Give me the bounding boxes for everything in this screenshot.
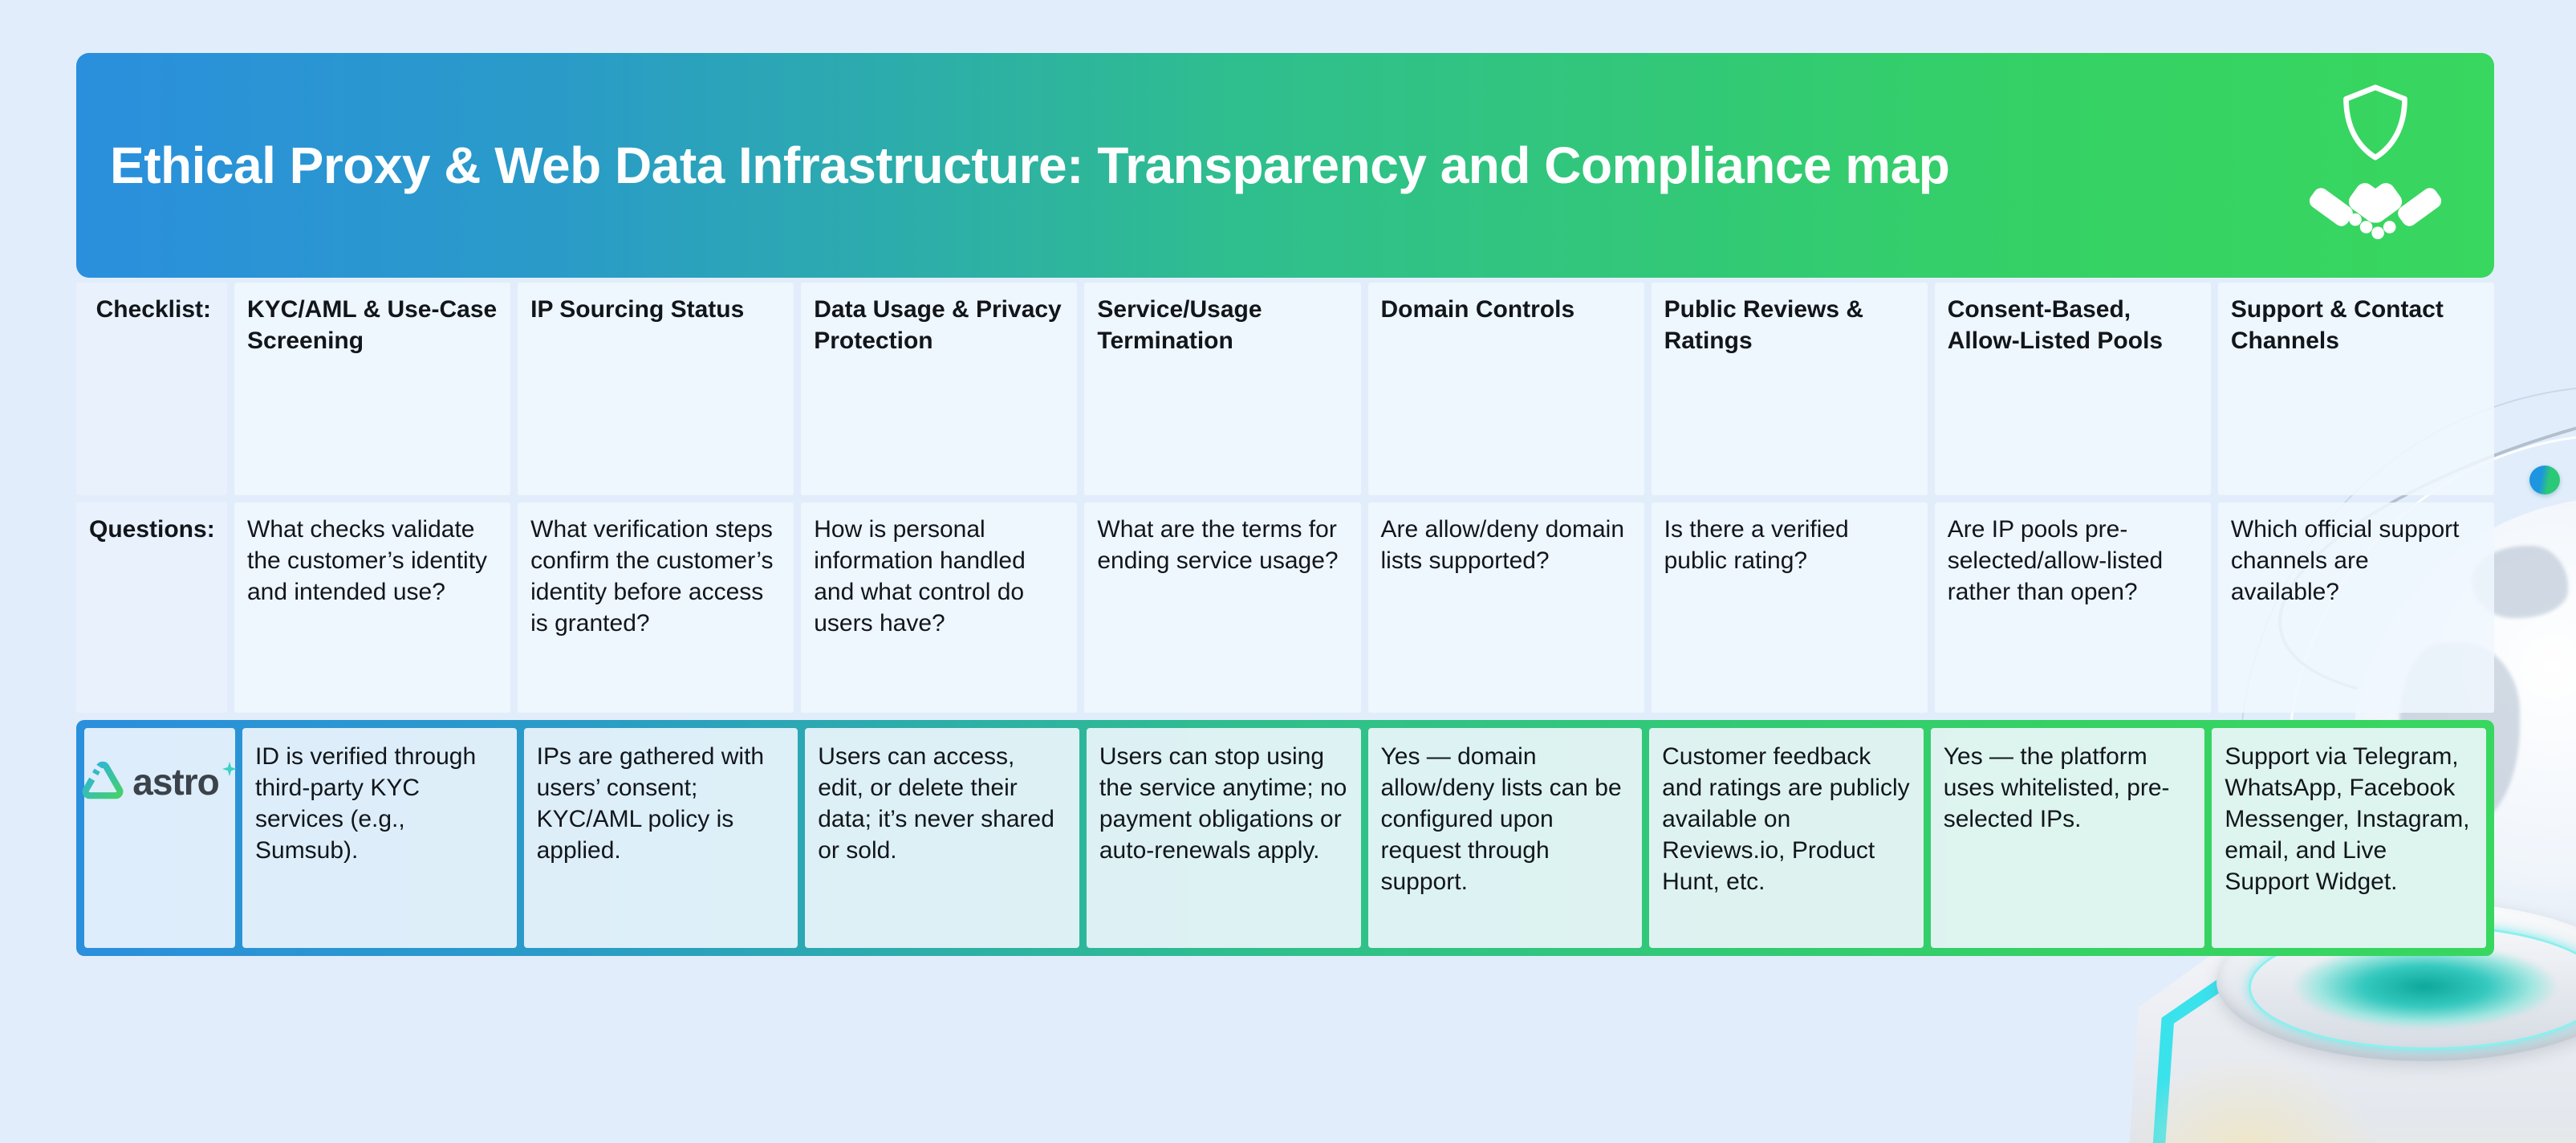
brand-name: astro — [132, 760, 219, 803]
astro-logo: astro — [79, 759, 239, 805]
header-kyc-aml-screening: KYC/AML & Use-Case Screening — [234, 283, 511, 495]
answer-consent-pools: Yes — the platform uses whitelisted, pre… — [1930, 728, 2205, 948]
question-support-channels: Which official support channels are avai… — [2217, 502, 2494, 713]
row-label-questions: Questions: — [76, 502, 227, 713]
answer-domain-controls: Yes — domain allow/deny lists can be con… — [1367, 728, 1643, 948]
orbit-satellite-sphere — [2529, 466, 2560, 494]
header-public-reviews: Public Reviews & Ratings — [1651, 283, 1928, 495]
banner-icons — [2306, 81, 2444, 250]
header-consent-pools: Consent-Based, Allow-Listed Pools — [1934, 283, 2211, 495]
question-consent-pools: Are IP pools pre-selected/allow-listed r… — [1934, 502, 2211, 713]
header-support-channels: Support & Contact Channels — [2217, 283, 2494, 495]
brand-cell: astro — [82, 728, 237, 948]
answer-kyc-aml-screening: ID is verified through third-party KYC s… — [242, 728, 517, 948]
sparkle-icon — [221, 762, 237, 776]
astro-logo-mark — [82, 761, 124, 799]
row-label-checklist: Checklist: — [76, 283, 227, 495]
page-title: Ethical Proxy & Web Data Infrastructure:… — [110, 136, 1950, 194]
question-public-reviews: Is there a verified public rating? — [1651, 502, 1928, 713]
answers-row: astro ID is verified through third-party… — [76, 720, 2494, 956]
question-kyc-aml-screening: What checks validate the customer’s iden… — [234, 502, 511, 713]
answer-support-channels: Support via Telegram, WhatsApp, Facebook… — [2212, 728, 2486, 948]
answer-public-reviews: Customer feedback and ratings are public… — [1649, 728, 1924, 948]
header-service-termination: Service/Usage Termination — [1084, 283, 1361, 495]
answer-ip-sourcing-status: IPs are gathered with users’ consent; KY… — [523, 728, 798, 948]
compliance-table: Checklist: KYC/AML & Use-Case Screening … — [76, 283, 2494, 713]
question-data-usage-privacy: How is personal information handled and … — [801, 502, 1078, 713]
answer-service-termination: Users can stop using the service anytime… — [1086, 728, 1361, 948]
question-service-termination: What are the terms for ending service us… — [1084, 502, 1361, 713]
question-ip-sourcing-status: What verification steps confirm the cust… — [518, 502, 794, 713]
question-domain-controls: Are allow/deny domain lists supported? — [1367, 502, 1644, 713]
title-banner: Ethical Proxy & Web Data Infrastructure:… — [76, 53, 2494, 278]
handshake-icon — [2309, 183, 2442, 239]
shield-icon — [2343, 84, 2407, 161]
header-data-usage-privacy: Data Usage & Privacy Protection — [801, 283, 1078, 495]
answer-data-usage-privacy: Users can access, edit, or delete their … — [805, 728, 1079, 948]
header-ip-sourcing-status: IP Sourcing Status — [518, 283, 794, 495]
header-domain-controls: Domain Controls — [1367, 283, 1644, 495]
